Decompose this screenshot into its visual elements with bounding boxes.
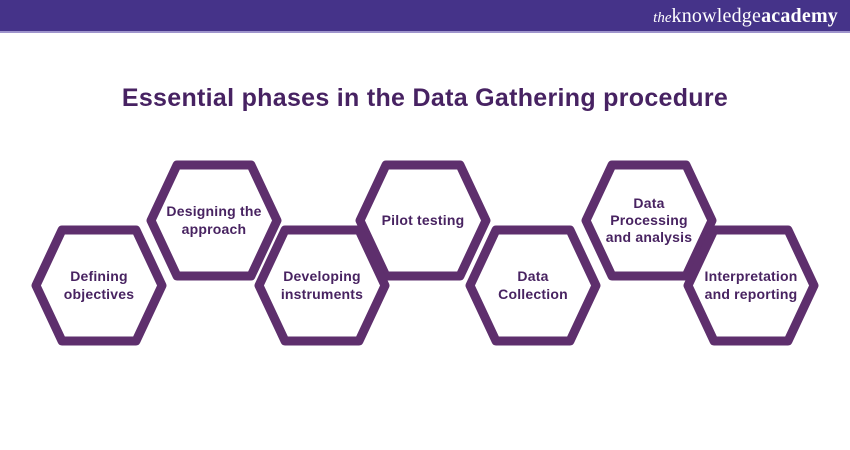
phase-label: Defining objectives [63,268,135,302]
hexagon-shape [465,225,601,346]
hexagon-shape [254,225,390,346]
header-bar: theknowledgeacademy [0,0,850,33]
knowledge-academy-logo: theknowledgeacademy [653,6,838,26]
hexagon-shape [581,160,717,281]
phase-label: Data Collection [498,268,568,302]
hexagon-pilot-testing: Pilot testing [355,160,491,281]
phase-label: Pilot testing [381,211,465,228]
hexagon-shape [146,160,282,281]
hexagon-data-processing-analysis: Data Processing and analysis [581,160,717,281]
hexagon-designing-approach: Designing the approach [146,160,282,281]
logo-knowledge: knowledge [671,4,762,27]
hexagon-defining-objectives: Defining objectives [31,225,167,346]
hexagon-data-collection: Data Collection [465,225,601,346]
hexagon-shape [355,160,491,281]
hexagon-shape [31,225,167,346]
hexagon-developing-instruments: Developing instruments [254,225,390,346]
logo-academy: academy [761,4,838,27]
hexagon-shape [683,225,819,346]
phase-label: Interpretation and reporting [704,268,798,302]
phase-label: Data Processing and analysis [605,194,693,246]
page-title: Essential phases in the Data Gathering p… [121,84,729,112]
logo-the: the [653,9,672,26]
phase-label: Designing the approach [166,203,262,237]
phase-label: Developing instruments [280,268,364,302]
hexagon-interpretation-reporting: Interpretation and reporting [683,225,819,346]
